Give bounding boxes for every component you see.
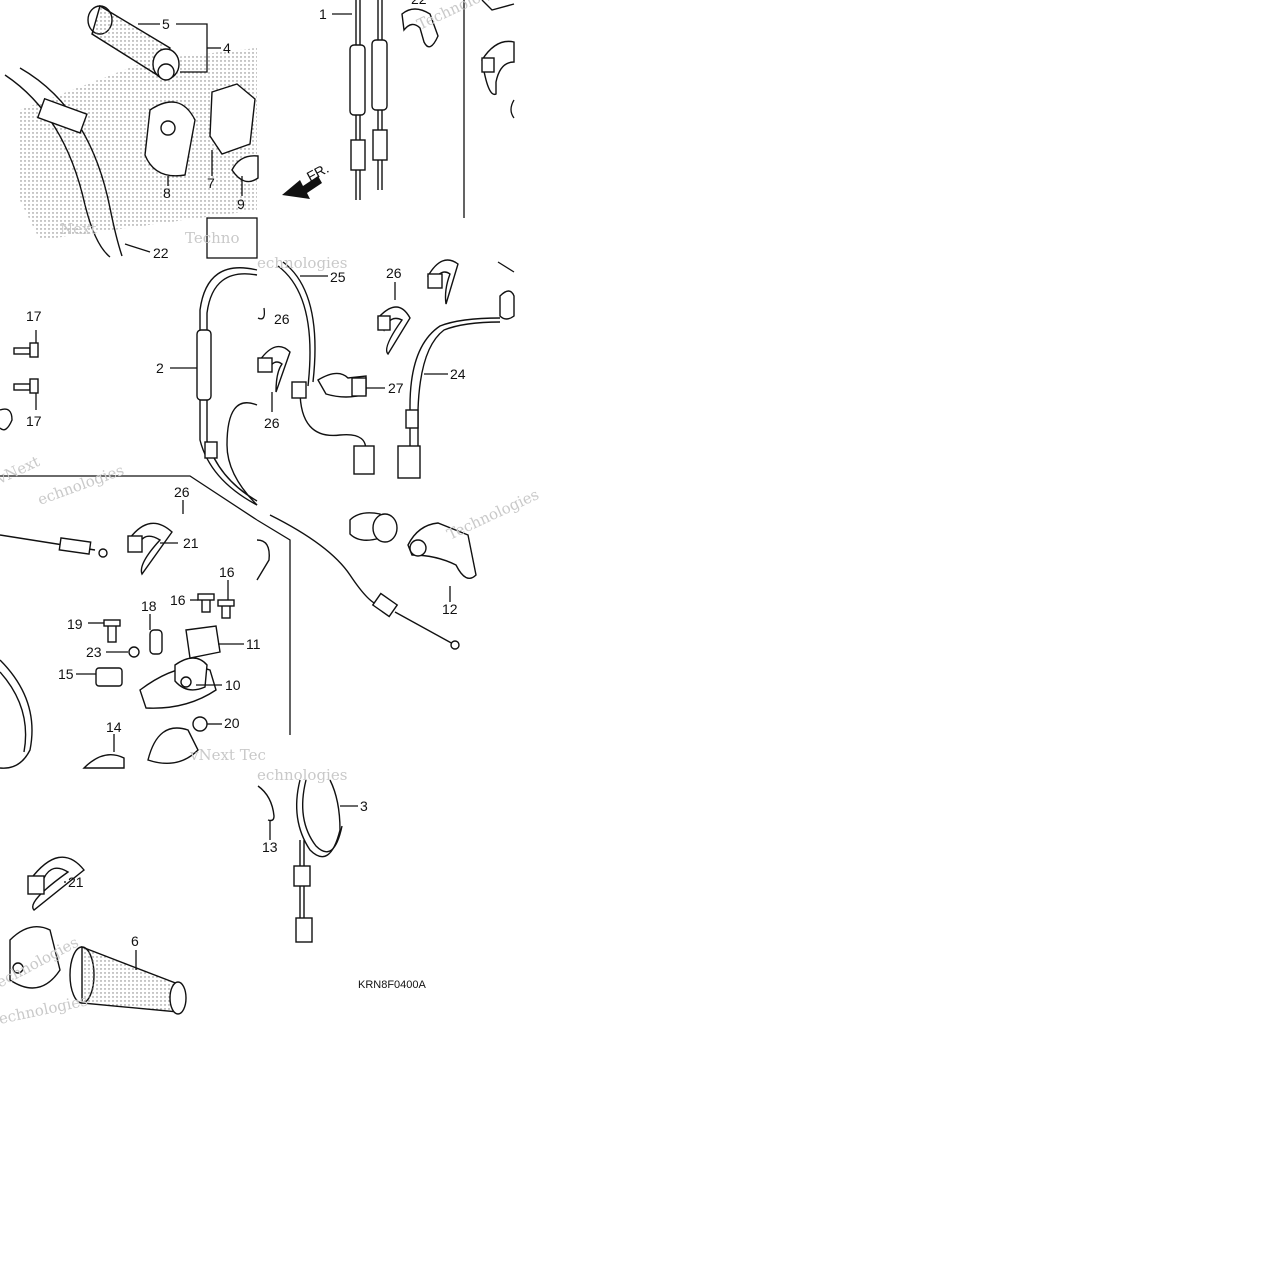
tile-kill-switch-harness: KRN8F0400A echnologies <box>257 766 427 991</box>
callout-12: 12 <box>442 601 458 617</box>
callout-26: 26 <box>174 484 190 500</box>
left-grip-part <box>81 945 179 1013</box>
callout-14: 14 <box>106 719 122 735</box>
watermark-text: vNext Tec <box>189 746 266 764</box>
callout-2: 2 <box>156 360 164 376</box>
throttle-housing-part <box>144 101 196 177</box>
callout-15: 15 <box>58 666 74 682</box>
callout-7: 7 <box>207 175 215 191</box>
callout-24: 24 <box>450 366 466 382</box>
watermark-text: echnologies <box>35 461 126 509</box>
throttle-grip-part <box>87 4 180 81</box>
callout-11: 11 <box>246 636 261 652</box>
callout-19: 19 <box>67 616 83 632</box>
callout-17: 17 <box>26 308 42 324</box>
callout-21: 21 <box>183 535 199 551</box>
callout-22: 22 <box>411 0 427 7</box>
front-marker-label: FR. <box>304 160 331 185</box>
lever-bracket-12-part <box>407 522 477 579</box>
handlebar-clip-21-part <box>28 856 85 911</box>
watermark-text: Techno <box>185 229 239 247</box>
callout-5: 5 <box>162 16 170 32</box>
callout-18: 18 <box>141 598 157 614</box>
callout-22: 22 <box>153 245 169 261</box>
watermark-text: vNext <box>0 452 42 488</box>
callout-6: 6 <box>131 933 139 949</box>
watermark-text: echnologies <box>257 766 347 784</box>
diagram-code: KRN8F0400A <box>358 979 427 991</box>
callout-labels: 1 2 3 4 5 6 7 8 9 10 11 12 13 14 15 16 1… <box>26 0 466 949</box>
callout-3: 3 <box>360 798 368 814</box>
callout-21: 21 <box>68 874 84 890</box>
callout-25: 25 <box>330 269 346 285</box>
callout-20: 20 <box>224 715 240 731</box>
tile-switch-harness: echnologies <box>257 254 515 479</box>
watermark-text: Technologies <box>444 485 542 543</box>
throttle-clamp-part <box>209 83 256 155</box>
tile-bolts <box>0 330 39 431</box>
tile-lever-bracket: Technologies <box>256 485 542 735</box>
tile-left-grip: Technologies echnologies <box>0 856 187 1028</box>
callout-8: 8 <box>163 185 171 201</box>
callout-17: 17 <box>26 413 42 429</box>
callout-1: 1 <box>319 6 327 22</box>
callout-10: 10 <box>225 677 241 693</box>
callout-26: 26 <box>274 311 290 327</box>
callout-16: 16 <box>170 592 186 608</box>
watermark-text: echnologies <box>0 992 89 1028</box>
callout-23: 23 <box>86 644 102 660</box>
watermark-text: echnologies <box>257 254 347 272</box>
callout-26: 26 <box>264 415 280 431</box>
callout-13: 13 <box>262 839 278 855</box>
throttle-cap-part <box>231 155 259 183</box>
callout-4: 4 <box>223 40 231 56</box>
callout-26: 26 <box>386 265 402 281</box>
callout-27: 27 <box>388 380 404 396</box>
tile-throttle-assembly: Techno Next <box>4 4 259 259</box>
tile-throttle-cables: FR. Technologies <box>282 0 512 218</box>
cable-clip-part <box>401 8 439 48</box>
tile-clamp-fragment <box>481 0 515 119</box>
callout-16: 16 <box>219 564 235 580</box>
watermark-text: Next <box>60 220 97 238</box>
tile-clutch-cable <box>170 267 258 506</box>
front-direction-arrow: FR. <box>282 160 331 199</box>
callout-9: 9 <box>237 196 245 212</box>
